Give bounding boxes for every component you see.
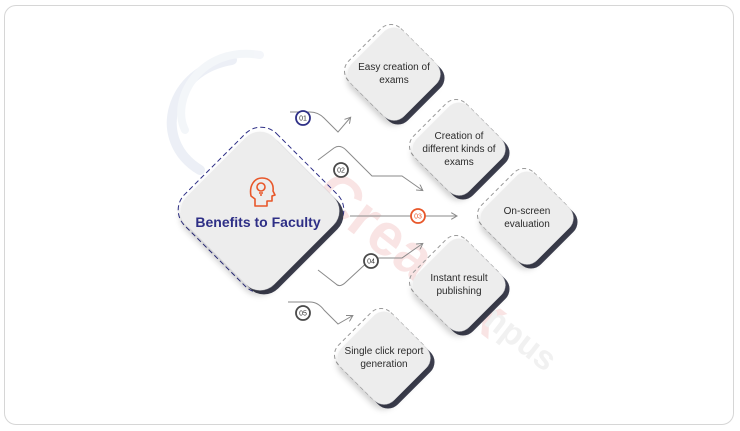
benefit-card-05 [333, 307, 435, 409]
benefit-card-02 [408, 98, 510, 200]
benefit-label-05: Single click report generation [344, 346, 424, 370]
step-number-02: 02 [333, 162, 349, 178]
connector-01 [290, 111, 350, 133]
benefit-card-03 [476, 167, 578, 269]
benefit-card-01 [343, 23, 445, 125]
benefit-card-04 [408, 234, 510, 336]
benefit-label-01: Easy creation of exams [358, 62, 430, 86]
step-number-04: 04 [363, 253, 379, 269]
step-number-05: 05 [295, 305, 311, 321]
connector-04 [317, 244, 422, 287]
connector-05 [288, 301, 352, 325]
connectors [288, 111, 456, 325]
decorative-swirl [166, 49, 264, 175]
hub-diamond [177, 126, 345, 295]
hub-title: Benefits to Faculty [195, 214, 321, 230]
step-number-text-03: 03 [414, 214, 422, 221]
step-number-03: 03 [410, 208, 426, 224]
step-number-text-05: 05 [299, 311, 307, 318]
head-lightbulb-icon [249, 177, 276, 207]
connector-02 [317, 145, 422, 190]
step-number-text-04: 04 [367, 259, 375, 266]
step-number-text-02: 02 [337, 168, 345, 175]
benefit-label-04: Instant result publishing [430, 273, 488, 297]
step-number-text-01: 01 [299, 116, 307, 123]
benefit-label-02: Creation of different kinds of exams [422, 130, 496, 168]
benefit-label-03: On-screen evaluation [503, 206, 551, 230]
step-number-01: 01 [295, 110, 311, 126]
